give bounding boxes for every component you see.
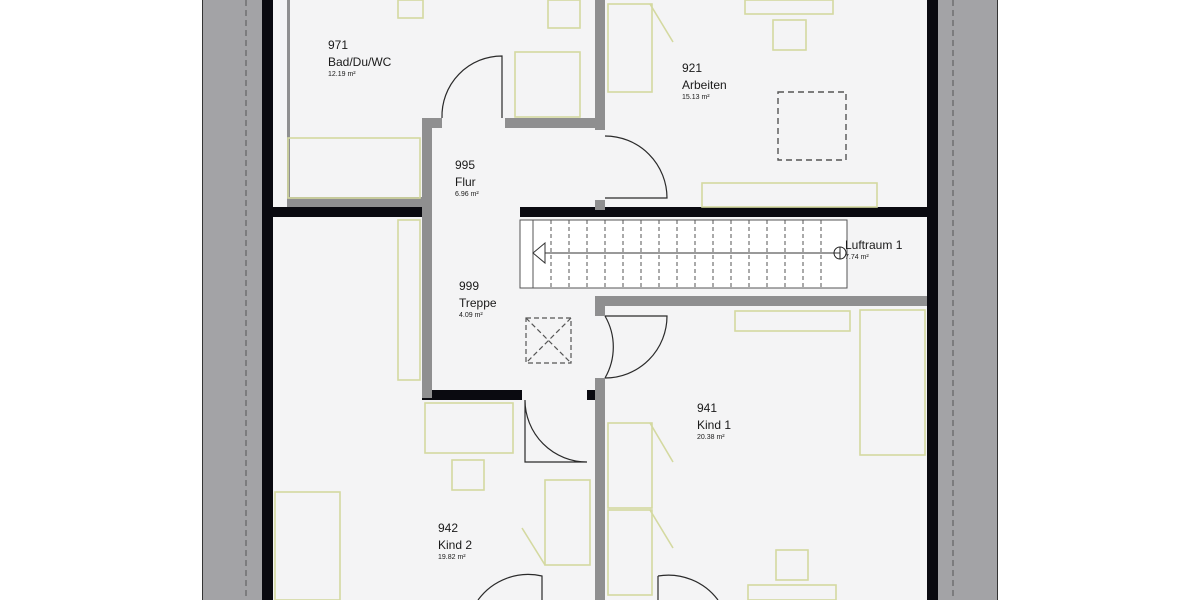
room-label-flur: 995 Flur 6.96 m² xyxy=(455,158,479,198)
skylight-arbeiten xyxy=(777,91,847,161)
room-label-kind2: 942 Kind 2 19.82 m² xyxy=(438,521,473,561)
exterior-wall-right xyxy=(927,0,938,600)
wall-treppe-bottom xyxy=(422,390,522,400)
wall-bad-bottom xyxy=(272,207,422,217)
exterior-wall-left xyxy=(262,0,273,600)
door-kind1 xyxy=(604,315,668,379)
room-label-luftraum: Luftraum 1 7.74 m² xyxy=(845,238,903,261)
wall-arbeiten-bottom xyxy=(520,207,928,217)
room-label-arbeiten: 921 Arbeiten 15.13 m² xyxy=(682,61,727,101)
door-kind2-bottom xyxy=(477,573,543,600)
wall-doorjamb xyxy=(587,390,595,400)
roof-slope-left xyxy=(202,0,262,600)
door-bad xyxy=(441,55,503,119)
skylight-treppe xyxy=(525,317,572,364)
room-label-bad: 971 Bad/Du/WC 12.19 m² xyxy=(328,38,392,78)
door-kind1-bottom xyxy=(657,574,719,600)
door-arbeiten xyxy=(604,135,668,199)
roof-slope-right xyxy=(938,0,998,600)
door-kind2-top xyxy=(524,399,588,463)
staircase xyxy=(519,219,848,289)
room-label-kind1: 941 Kind 1 20.38 m² xyxy=(697,401,732,441)
furniture xyxy=(274,0,926,600)
interior-walls xyxy=(287,0,927,600)
doors xyxy=(441,55,719,600)
room-label-treppe: 999 Treppe 4.09 m² xyxy=(459,279,497,319)
stair-arrow-icon xyxy=(532,241,546,265)
